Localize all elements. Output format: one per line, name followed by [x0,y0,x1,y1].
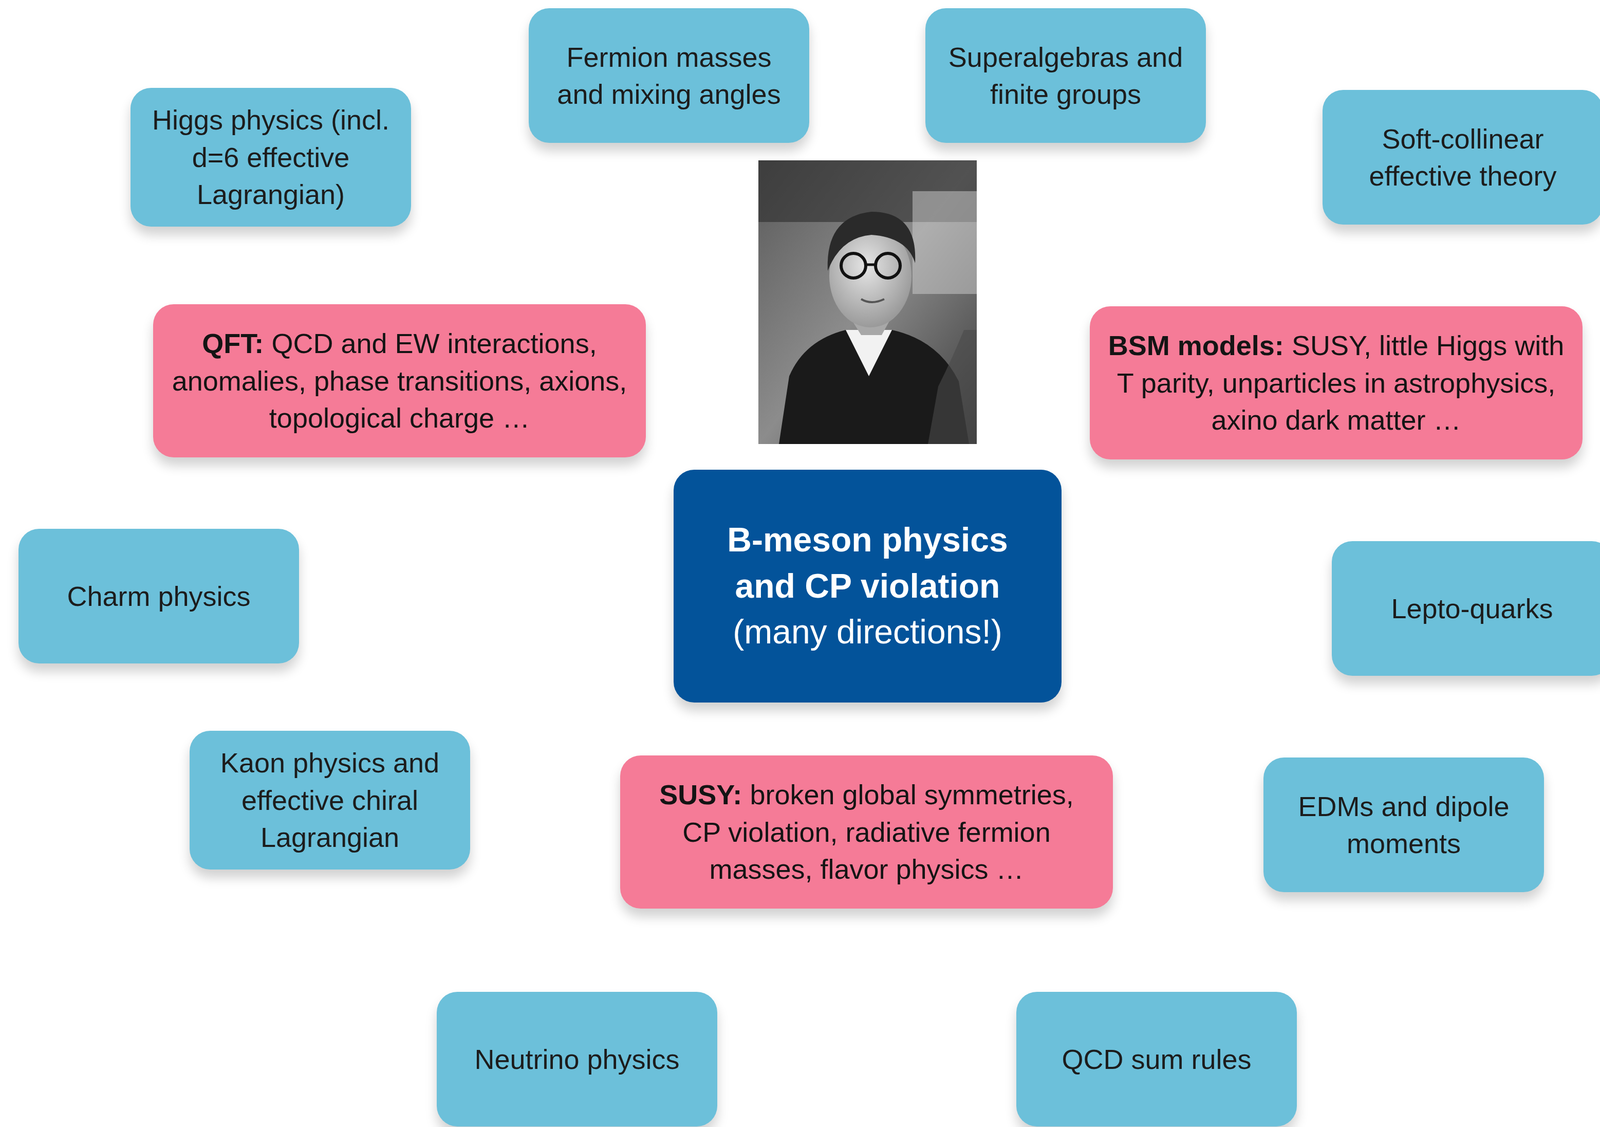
topic-box: Neutrino physics [436,991,718,1127]
box-text: QFT:QCD and EW interactions, anomalies, … [170,324,629,437]
central-box: B-meson physics and CP violation(many di… [673,469,1062,703]
portrait-photo [758,160,977,444]
box-label: Soft-collinear effective theory [1337,120,1588,195]
box-label: Superalgebras and finite groups [940,38,1191,114]
topic-box: QCD sum rules [1016,991,1297,1127]
box-label: Charm physics [66,577,251,615]
box-label: QCD sum rules [1061,1040,1252,1078]
box-subtitle: (many directions!) [732,608,1003,656]
topic-box: Lepto-quarks [1331,541,1600,676]
photo-background [758,160,977,444]
box-heading: BSM models: [1108,329,1285,361]
box-text: SUSY:broken global symmetries, CP violat… [637,775,1096,888]
topic-box: Charm physics [18,528,300,664]
highlight-box: BSM models:SUSY, little Higgs with T par… [1089,306,1583,460]
topic-box: Kaon physics and effective chiral Lagran… [189,730,471,869]
box-label: Kaon physics and effective chiral Lagran… [205,743,455,856]
box-label: Fermion masses and mixing angles [544,38,794,114]
box-text: BSM models:SUSY, little Higgs with T par… [1107,326,1566,439]
topic-box: Superalgebras and finite groups [925,8,1206,143]
box-label: Lepto-quarks [1390,589,1553,627]
glasses [841,253,866,278]
highlight-box: SUSY:broken global symmetries, CP violat… [620,755,1113,909]
box-label: Higgs physics (incl. d=6 effective Lagra… [145,101,396,213]
topic-box: EDMs and dipole moments [1263,757,1544,892]
box-heading: SUSY: [659,778,742,810]
box-label: EDMs and dipole moments [1278,787,1529,863]
box-heading: QFT: [201,327,264,359]
topic-box: Fermion masses and mixing angles [528,8,810,143]
highlight-box: QFT:QCD and EW interactions, anomalies, … [153,304,646,458]
box-label: Neutrino physics [474,1040,680,1078]
topic-box: Soft-collinear effective theory [1322,89,1600,225]
shirt [845,329,892,377]
box-label: B-meson physics and CP violation [703,516,1033,610]
topic-box: Higgs physics (incl. d=6 effective Lagra… [130,87,412,227]
